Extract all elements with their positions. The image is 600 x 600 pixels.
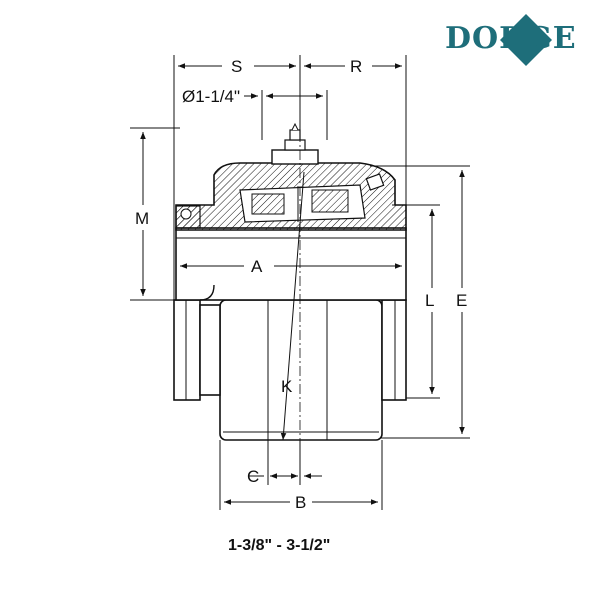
dim-label-c: C: [247, 467, 259, 486]
grease-fitting-base: [271, 149, 319, 165]
dim-label-a: A: [251, 257, 263, 276]
size-range-caption: 1-3/8" - 3-1/2": [228, 537, 330, 554]
dim-label-m: M: [135, 209, 149, 228]
extension-lines: [130, 55, 470, 510]
dim-label-b: B: [295, 493, 306, 512]
bearing-body: [173, 122, 407, 441]
dim-label-s: S: [231, 57, 242, 76]
logo-diamond: [500, 14, 552, 66]
dimension-lines: [140, 63, 465, 505]
roller-right: [311, 189, 349, 213]
dodge-logo: DODGE: [445, 14, 577, 66]
dim-label-r: R: [350, 57, 362, 76]
left-flange: [173, 299, 201, 401]
k-line: [280, 171, 305, 441]
logo-text: DODGE: [445, 21, 577, 56]
shaft-sleeve: [175, 227, 407, 301]
set-screw: [365, 173, 385, 191]
dim-label-e: E: [456, 291, 467, 310]
left-flange-inner: [199, 304, 221, 396]
dim-label-k: K: [281, 377, 293, 396]
roller-left: [251, 193, 285, 215]
right-flange: [381, 299, 407, 401]
lower-hub: [219, 299, 383, 441]
dim-label-bore: Ø1-1/4": [182, 87, 240, 106]
dim-label-l: L: [425, 291, 434, 310]
